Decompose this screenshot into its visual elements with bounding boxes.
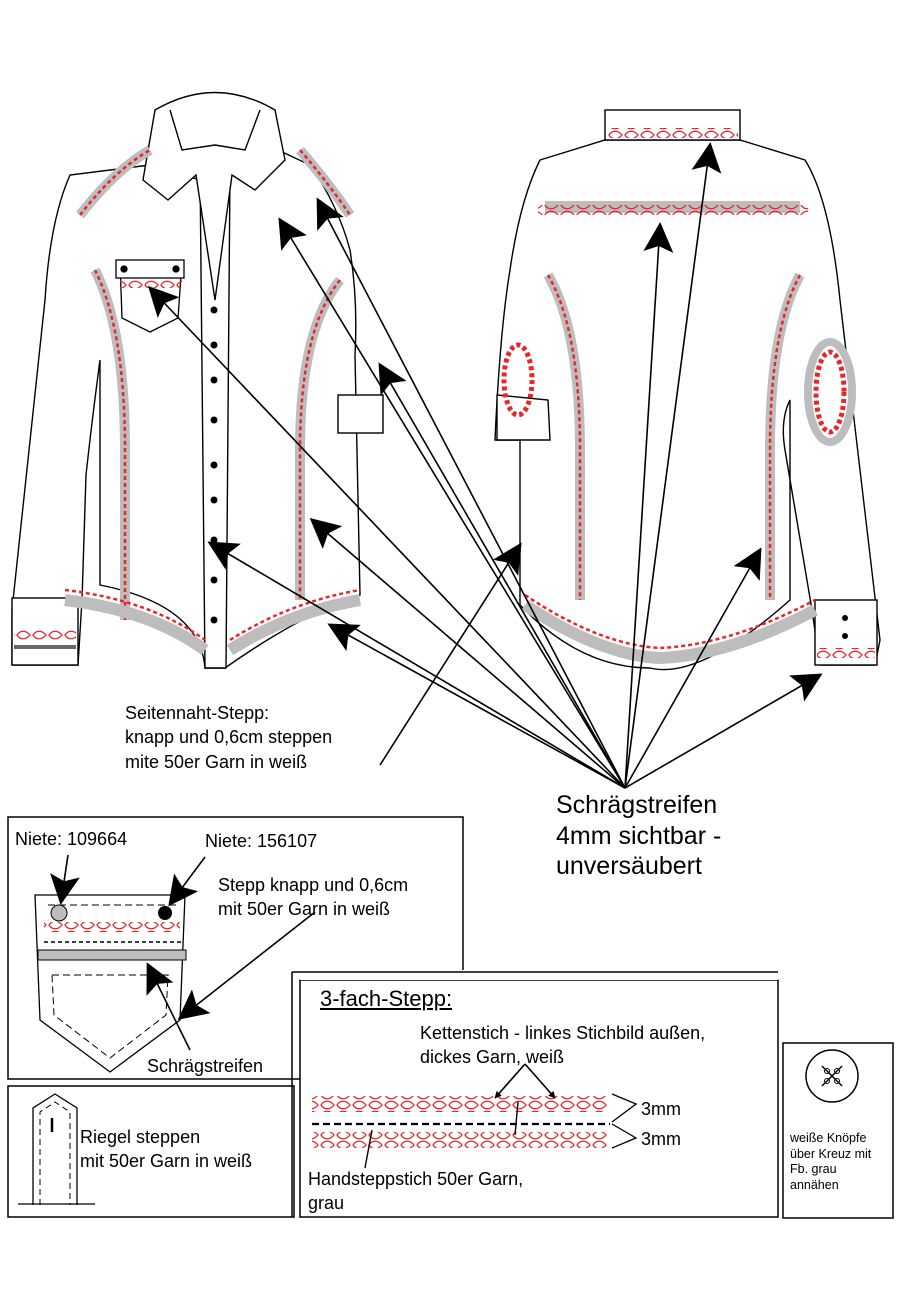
bartack-line-1: Riegel steppen xyxy=(80,1127,201,1147)
buttons-line-2: über Kreuz mit xyxy=(790,1146,872,1161)
buttons-line-4: annähen xyxy=(790,1177,839,1192)
bias-strip-label: Schrägstreifen 4mm sichtbar - unversäube… xyxy=(556,790,721,882)
button-info-box xyxy=(782,1042,894,1219)
back-body-outline xyxy=(494,139,881,671)
belt-loop-drawing xyxy=(32,1093,78,1205)
back-trims xyxy=(501,128,875,665)
chain-stitch-line-1: Kettenstich - linkes Stichbild außen, xyxy=(420,1023,706,1043)
pocket-detail-box xyxy=(7,816,464,1080)
side-seam-line-1: Seitennaht-Stepp: xyxy=(125,703,270,723)
elbow-patch-right xyxy=(804,338,856,446)
rivet-156107 xyxy=(158,906,172,920)
pocket-stitch-line-2: mit 50er Garn in weiß xyxy=(218,899,391,920)
bias-strip-line-2: 4mm sichtbar - xyxy=(556,821,722,850)
elbow-patch-left xyxy=(501,342,535,418)
hand-stitch-line-2: grau xyxy=(308,1193,345,1214)
back-view xyxy=(494,109,881,671)
bartack-label: Riegel steppen mit 50er Garn in weiß xyxy=(80,1125,252,1174)
front-body-outline xyxy=(11,149,361,669)
front-buttons xyxy=(210,306,218,624)
pocket-detail-drawing xyxy=(34,894,186,1073)
hand-stitch-label: Handsteppstich 50er Garn, grau xyxy=(308,1167,523,1216)
buttons-label: weiße Knöpfe über Kreuz mit Fb. grau ann… xyxy=(790,1131,871,1194)
chain-stitch-label: Kettenstich - linkes Stichbild außen, di… xyxy=(420,1021,705,1070)
measure-bottom-label: 3mm xyxy=(641,1129,681,1149)
side-seam-line-2: knapp und 0,6cm steppen xyxy=(125,727,333,748)
bias-strip-line-1: Schrägstreifen xyxy=(556,791,718,819)
back-cuff-buttons xyxy=(842,615,848,639)
buttons-line-1: weiße Knöpfe xyxy=(790,1131,867,1145)
chain-stitch-line-2: dickes Garn, weiß xyxy=(420,1047,565,1068)
measure-top-label: 3mm xyxy=(641,1099,681,1119)
front-trims xyxy=(14,145,362,656)
buttons-line-3: Fb. grau xyxy=(790,1162,837,1177)
side-seam-line-3: mite 50er Garn in weiß xyxy=(125,751,308,772)
bartack-line-2: mit 50er Garn in weiß xyxy=(80,1151,253,1172)
rivet-left-label: Niete: 109664 xyxy=(15,829,128,849)
bias-strip-line-3: unversäubert xyxy=(556,852,702,880)
chain-stitch-upper xyxy=(312,1096,608,1112)
side-seam-label: Seitennaht-Stepp: knapp und 0,6cm steppe… xyxy=(125,701,332,774)
rivet-right-label: Niete: 156107 xyxy=(205,831,318,851)
callout-arrows xyxy=(147,142,823,789)
pocket-stitch-label: Stepp knapp und 0,6cm mit 50er Garn in w… xyxy=(218,873,408,922)
triple-stitch-box xyxy=(291,970,779,1218)
pocket-stitch-line-1: Stepp knapp und 0,6cm xyxy=(218,875,409,895)
rivet-109664 xyxy=(50,904,68,922)
triple-stitch-title: 3-fach-Stepp: xyxy=(320,986,453,1011)
front-collar xyxy=(142,91,286,301)
pocket-bias-label: Schrägstreifen xyxy=(147,1056,264,1076)
bartack-box xyxy=(7,1085,295,1218)
hand-stitch-line-1: Handsteppstich 50er Garn, xyxy=(308,1169,524,1189)
chain-stitch-lower xyxy=(312,1132,608,1148)
